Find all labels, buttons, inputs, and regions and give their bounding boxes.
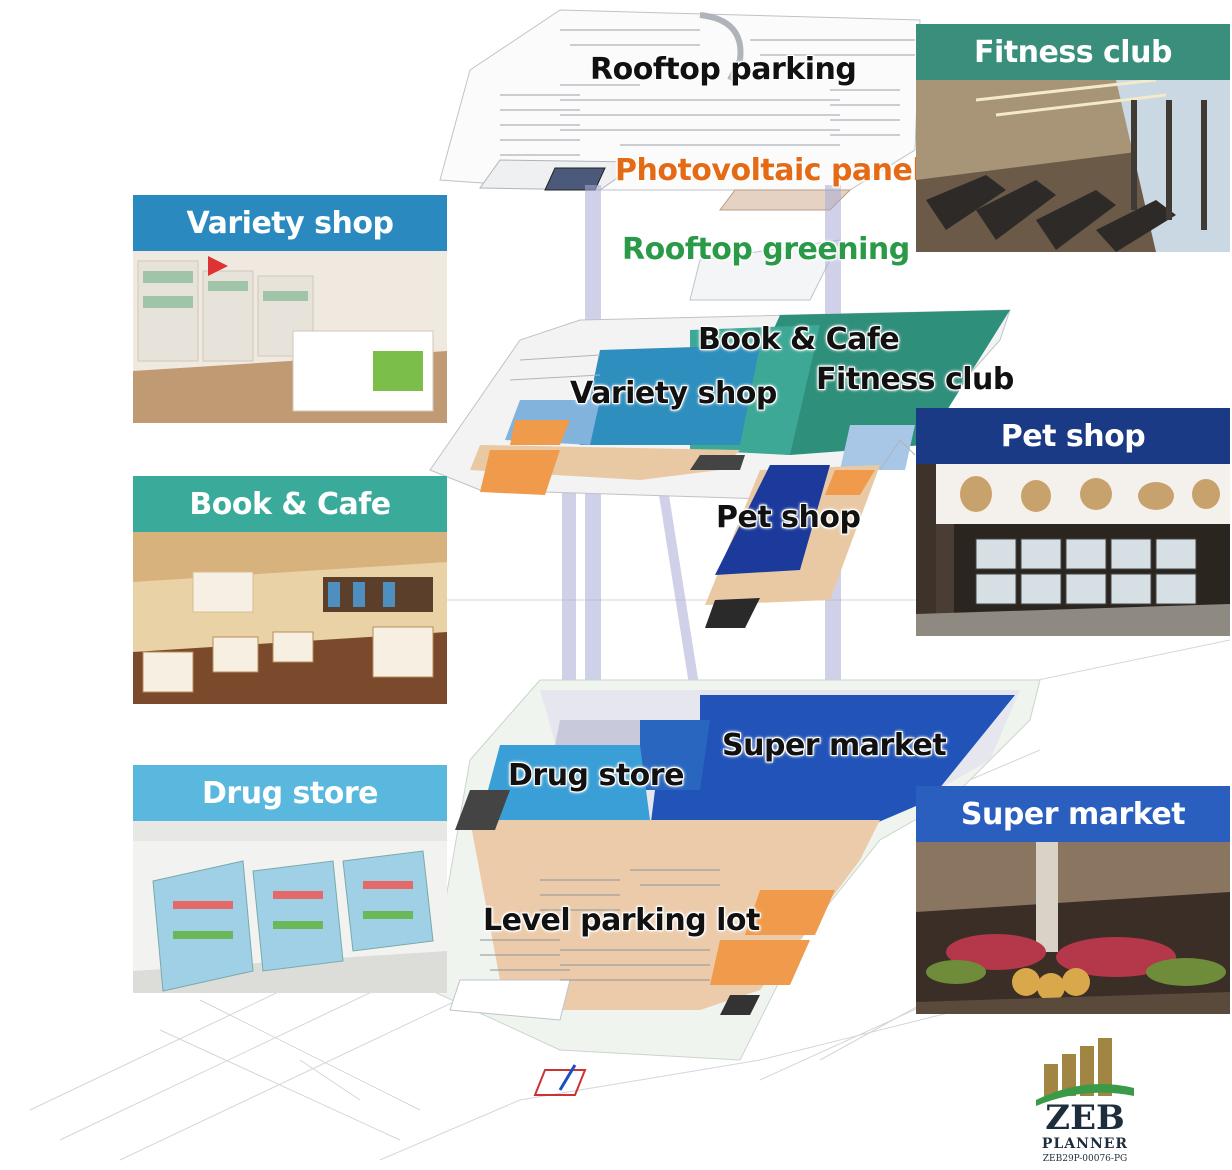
super-market-callout: Super market (916, 786, 1230, 1014)
variety-shop-header: Variety shop (133, 195, 447, 251)
pet-shop-header: Pet shop (916, 408, 1230, 464)
level-parking-lot-label: Level parking lot (483, 903, 760, 938)
super-market-header: Super market (916, 786, 1230, 842)
book-cafe-header: Book & Cafe (133, 476, 447, 532)
drug-store-photo (133, 821, 447, 993)
second-floor (429, 309, 1011, 628)
fitness-club-floor-label: Fitness club (816, 362, 1014, 397)
ground-floor (429, 679, 1041, 1096)
photovoltaic-panels-label: Photovoltaic panels (615, 153, 940, 188)
pet-shop-callout: Pet shop (916, 408, 1230, 636)
book-cafe-photo (133, 532, 447, 704)
rooftop-greening-label: Rooftop greening (622, 232, 910, 267)
zeb-logo-code: ZEB29P-00076-PG (1042, 1154, 1128, 1164)
building-mark-icon (1036, 1038, 1134, 1106)
rooftop-level (439, 9, 921, 301)
book-cafe-callout: Book & Cafe (133, 476, 447, 704)
fitness-club-photo (916, 80, 1230, 252)
book-cafe-floor-label: Book & Cafe (698, 322, 900, 357)
pet-shop-photo (916, 464, 1230, 636)
zeb-logo-subtitle: PLANNER (1041, 1136, 1129, 1152)
zeb-planner-logo: ZEB PLANNER ZEB29P-00076-PG (1030, 1036, 1140, 1170)
super-market-photo (916, 842, 1230, 1014)
drug-store-header: Drug store (133, 765, 447, 821)
fitness-club-header: Fitness club (916, 24, 1230, 80)
rooftop-parking-label: Rooftop parking (590, 52, 857, 87)
variety-shop-callout: Variety shop (133, 195, 447, 423)
zeb-logo-title: ZEB (1045, 1098, 1125, 1138)
drug-store-callout: Drug store (133, 765, 447, 993)
super-market-floor-label: Super market (722, 728, 947, 763)
variety-shop-floor-label: Variety shop (570, 376, 777, 411)
parking-grid-rooftop (500, 29, 915, 156)
variety-shop-photo (133, 251, 447, 423)
drug-store-floor-label: Drug store (508, 758, 684, 793)
fitness-club-callout: Fitness club (916, 24, 1230, 252)
parking-grid-ground (480, 869, 720, 981)
pet-shop-floor-label: Pet shop (716, 500, 861, 535)
